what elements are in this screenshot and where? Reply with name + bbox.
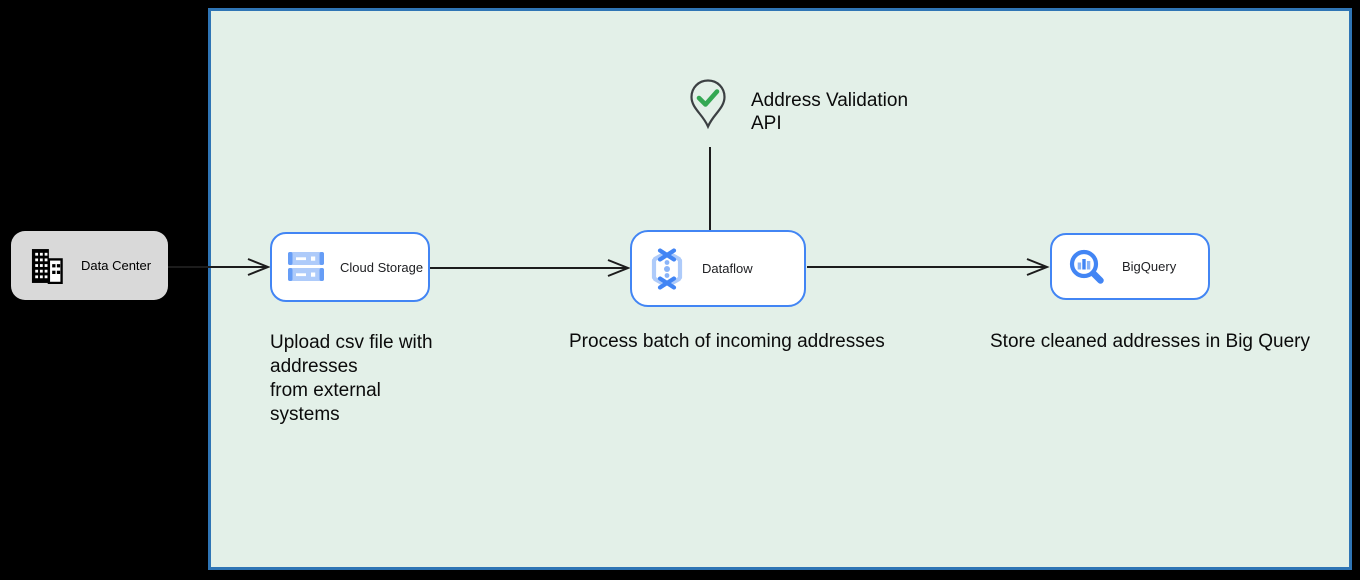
address-validation-label: Address Validation API xyxy=(751,89,908,135)
node-data-center: Data Center xyxy=(11,231,168,300)
annotation-process: Process batch of incoming addresses xyxy=(569,331,885,352)
cloud-storage-icon xyxy=(288,252,324,281)
address-validation-pin xyxy=(688,79,728,133)
node-label-dataflow: Dataflow xyxy=(702,261,753,276)
bigquery-icon xyxy=(1069,249,1104,284)
node-label-cloud-storage: Cloud Storage xyxy=(340,259,424,275)
address-validation-label-line2: API xyxy=(751,113,782,134)
map-pin-check-icon xyxy=(690,79,726,130)
annotation-store: Store cleaned addresses in Big Query xyxy=(990,331,1311,352)
annotation-upload-line2: addresses xyxy=(270,356,358,377)
annotation-upload-line4: systems xyxy=(270,404,340,425)
node-label-bigquery: BigQuery xyxy=(1122,259,1177,274)
node-bigquery: BigQuery xyxy=(1050,233,1210,300)
annotation-upload-line1: Upload csv file with xyxy=(270,332,433,353)
address-validation-label-line1: Address Validation xyxy=(751,90,909,111)
dataflow-icon xyxy=(651,247,683,290)
node-cloud-storage: Cloud Storage xyxy=(270,232,430,302)
node-label-data-center: Data Center xyxy=(81,258,152,273)
annotation-upload: Upload csv file with addresses from exte… xyxy=(270,331,433,427)
annotation-upload-line3: from external xyxy=(270,380,381,401)
building-icon xyxy=(31,248,63,284)
node-dataflow: Dataflow xyxy=(630,230,806,307)
